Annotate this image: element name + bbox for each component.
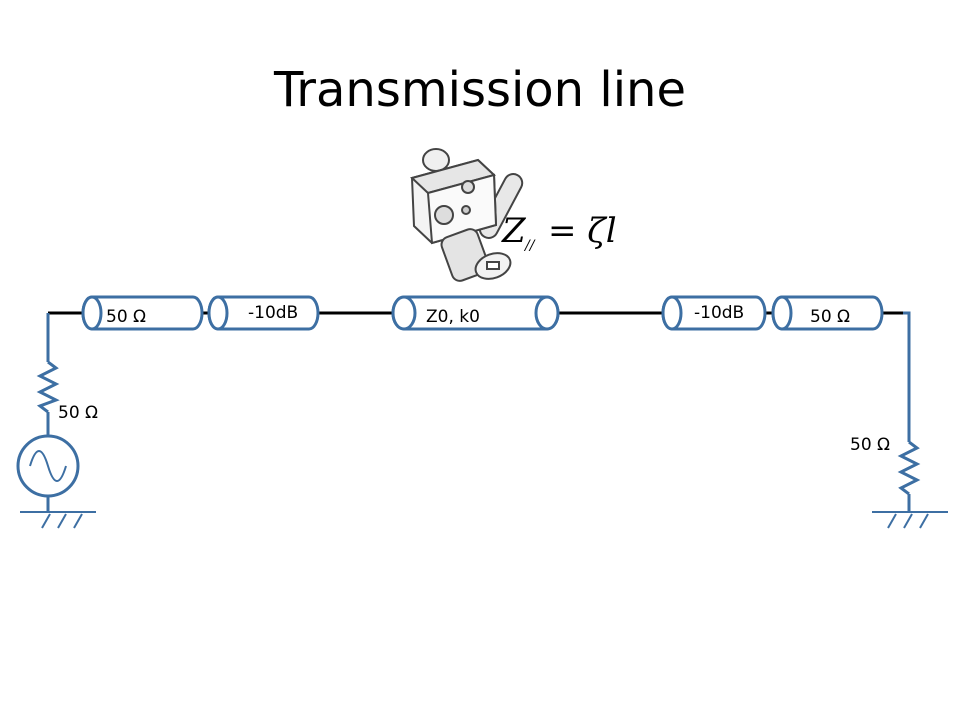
source-resistor-label: 50 Ω	[58, 403, 98, 423]
sine-wave-icon	[29, 450, 67, 482]
svg-text:= ζl: = ζl	[548, 211, 617, 251]
slide-title: Transmission line	[274, 62, 686, 118]
dut-line	[391, 295, 560, 331]
right-atten-label: -10dB	[694, 303, 744, 323]
impedance-formula: Z // = ζl	[501, 211, 617, 254]
left-line-label: 50 Ω	[106, 307, 146, 327]
left-ground-icon	[20, 511, 96, 529]
right-attenuator	[661, 295, 767, 331]
source-resistor-zigzag	[36, 360, 60, 414]
left-atten-label: -10dB	[248, 303, 298, 323]
kicker-device-icon	[410, 148, 524, 282]
load-wire-top	[903, 311, 911, 442]
right-50ohm-line	[771, 295, 884, 331]
right-ground-icon	[872, 511, 948, 529]
load-resistor-label: 50 Ω	[850, 435, 890, 455]
load-resistor-zigzag	[897, 440, 921, 496]
right-line-label: 50 Ω	[810, 307, 850, 327]
left-50ohm-line	[81, 295, 204, 331]
left-attenuator	[207, 295, 320, 331]
svg-text:Z: Z	[501, 211, 527, 251]
dut-line-label: Z0, k0	[426, 307, 480, 327]
svg-text://: //	[523, 238, 536, 254]
